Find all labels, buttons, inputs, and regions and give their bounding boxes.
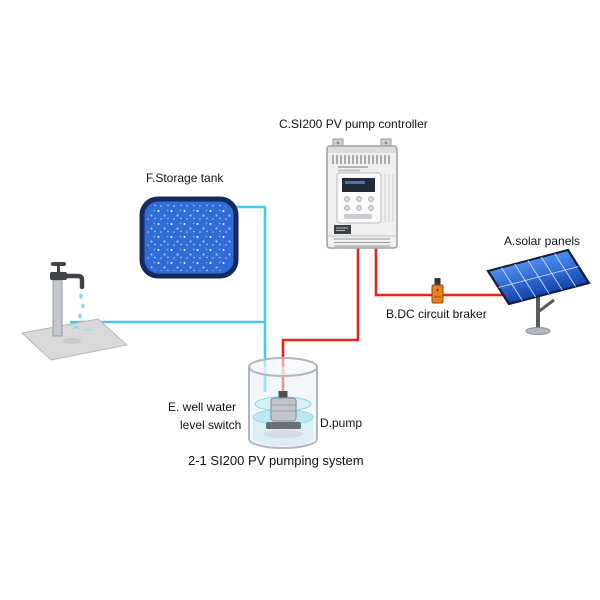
well-pump — [266, 391, 301, 429]
controller-warning-label — [334, 225, 351, 234]
breaker-body — [431, 284, 444, 304]
water-drops — [72, 293, 92, 332]
well — [248, 357, 318, 449]
water-pipe — [70, 205, 267, 392]
faucet-body — [50, 272, 67, 280]
controller-top-cap — [328, 147, 396, 153]
tank-water-speckles — [147, 204, 231, 271]
solar-panel-stand — [525, 296, 555, 335]
faucet-spout — [62, 273, 85, 290]
pump-body — [270, 397, 297, 422]
diagram-caption: 2-1 SI200 PV pumping system — [188, 453, 364, 468]
solar-panel — [486, 248, 591, 306]
controller-bottom-vents — [334, 238, 390, 247]
controller-top-vents — [332, 155, 390, 164]
controller-heatsink-lines — [384, 174, 394, 222]
panel-grid — [498, 253, 579, 301]
well-rim — [248, 357, 318, 377]
faucet — [20, 262, 129, 361]
label-controller: C.SI200 PV pump controller — [279, 117, 428, 131]
pump-controller — [326, 138, 398, 249]
pump-cable-connector — [278, 391, 288, 399]
faucet-handle-stem — [57, 265, 60, 273]
label-storage-tank: F.Storage tank — [146, 171, 224, 185]
storage-tank — [139, 196, 239, 279]
dc-circuit-breaker — [431, 278, 444, 304]
platform-drain — [63, 338, 81, 344]
controller-keypad — [344, 196, 374, 219]
label-solar-panels: A.solar panels — [504, 234, 581, 248]
faucet-column — [52, 279, 63, 337]
breaker-lever — [434, 278, 441, 286]
label-dc-breaker: B.DC circuit braker — [386, 307, 487, 321]
label-pump: D.pump — [320, 416, 363, 430]
label-well-switch-line2: level switch — [180, 418, 242, 432]
faucet-handle — [51, 262, 66, 266]
label-well-switch-line1: E. well water — [168, 400, 237, 414]
pump-base — [266, 422, 301, 429]
controller-screen — [342, 178, 375, 192]
